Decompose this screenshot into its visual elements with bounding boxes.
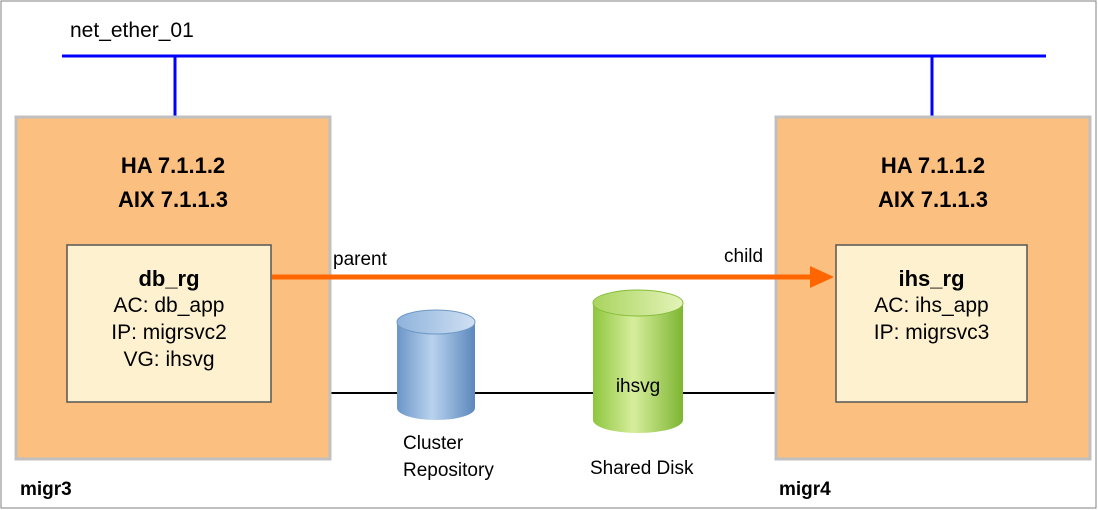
rg-line: VG: ihsvg (123, 348, 215, 371)
cluster-repository-icon (396, 309, 476, 420)
node-ha-version: HA 7.1.1.2 (880, 153, 986, 178)
parent-label: parent (333, 249, 387, 270)
rg-line: IP: migrsvc2 (111, 321, 227, 344)
node-ha-version: HA 7.1.1.2 (120, 153, 226, 178)
repository-caption-line1: Cluster (403, 433, 464, 454)
node-aix-version: AIX 7.1.1.3 (117, 187, 229, 212)
child-label: child (724, 246, 764, 267)
rg-name: db_rg (138, 266, 200, 291)
network-name: net_ether_01 (70, 19, 194, 42)
rg-box-db_rg (66, 244, 272, 403)
shared-disk-volume-label: ihsvg (615, 376, 661, 397)
host-name: migr3 (20, 479, 72, 500)
rg-line: AC: ihs_app (874, 294, 989, 317)
rg-box-ihs_rg (835, 244, 1028, 403)
shared-disk-caption: Shared Disk (590, 458, 694, 479)
rg-line: IP: migrsvc3 (873, 321, 990, 344)
dependency-arrow-head (810, 266, 834, 288)
node-aix-version: AIX 7.1.1.3 (877, 187, 989, 212)
rg-name: ihs_rg (898, 266, 965, 291)
shared-disk-icon (592, 289, 684, 433)
repository-caption-line2: Repository (403, 460, 494, 481)
host-name: migr4 (779, 479, 831, 500)
rg-line: AC: db_app (113, 294, 225, 317)
